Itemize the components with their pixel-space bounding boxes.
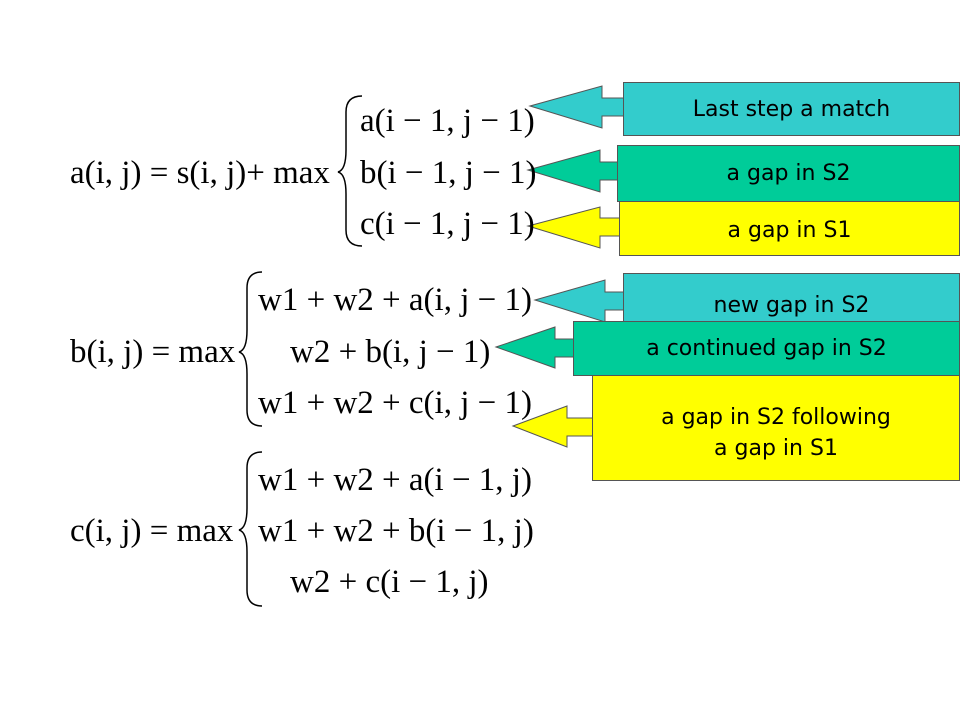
equation-b-row-1: w1 + w2 + a(i, j − 1) [258,282,532,318]
callout-gap-in-s2: a gap in S2 [617,145,960,202]
equation-a-lhs: a(i, j) = s(i, j)+ max [70,155,330,191]
equation-b-lhs: b(i, j) = max [70,334,236,370]
callout-gap-s2-following-s1: a gap in S2 following a gap in S1 [592,372,960,481]
callout-continued-gap-in-s2-label: a continued gap in S2 [646,336,887,361]
equation-a-row-2: b(i − 1, j − 1) [360,155,537,191]
equation-b-row-3: w1 + w2 + c(i, j − 1) [258,385,532,421]
equation-b: b(i, j) = max w1 + w2 + a(i, j − 1) w2 +… [70,271,532,427]
arrow-gap-s1 [526,206,626,249]
arrow-gap-s2 [526,149,626,193]
callout-gap-in-s2-label: a gap in S2 [726,161,851,186]
callout-last-step-match-label: Last step a match [692,96,891,122]
arrow-continued-gap-s2 [494,326,581,369]
callout-continued-gap-in-s2: a continued gap in S2 [573,321,960,376]
equation-c-row-3: w2 + c(i − 1, j) [290,564,489,600]
callout-last-step-match: Last step a match [623,82,960,136]
equation-a-row-1: a(i − 1, j − 1) [360,103,535,139]
callout-gap-s2-following-s1-line-1: a gap in S2 following [661,404,891,430]
equation-c-lhs: c(i, j) = max [70,513,234,549]
equation-c-brace [238,451,263,607]
equation-a: a(i, j) = s(i, j)+ max a(i − 1, j − 1) b… [70,95,537,247]
equation-a-brace [337,95,363,247]
arrow-new-gap-s2 [533,279,631,323]
callout-gap-in-s1: a gap in S1 [619,199,960,256]
arrow-last-step-match [528,85,631,129]
callout-gap-s2-following-s1-line-2: a gap in S1 [714,435,838,461]
callout-new-gap-in-s2-label: new gap in S2 [713,292,870,318]
equation-b-brace [238,271,263,427]
equation-b-row-2: w2 + b(i, j − 1) [290,334,490,370]
equation-a-row-3: c(i − 1, j − 1) [360,206,535,242]
callout-gap-in-s1-label: a gap in S1 [727,218,852,243]
equation-c: c(i, j) = max w1 + w2 + a(i − 1, j) w1 +… [70,451,534,607]
equation-c-row-2: w1 + w2 + b(i − 1, j) [258,513,534,549]
equation-c-row-1: w1 + w2 + a(i − 1, j) [258,462,532,498]
